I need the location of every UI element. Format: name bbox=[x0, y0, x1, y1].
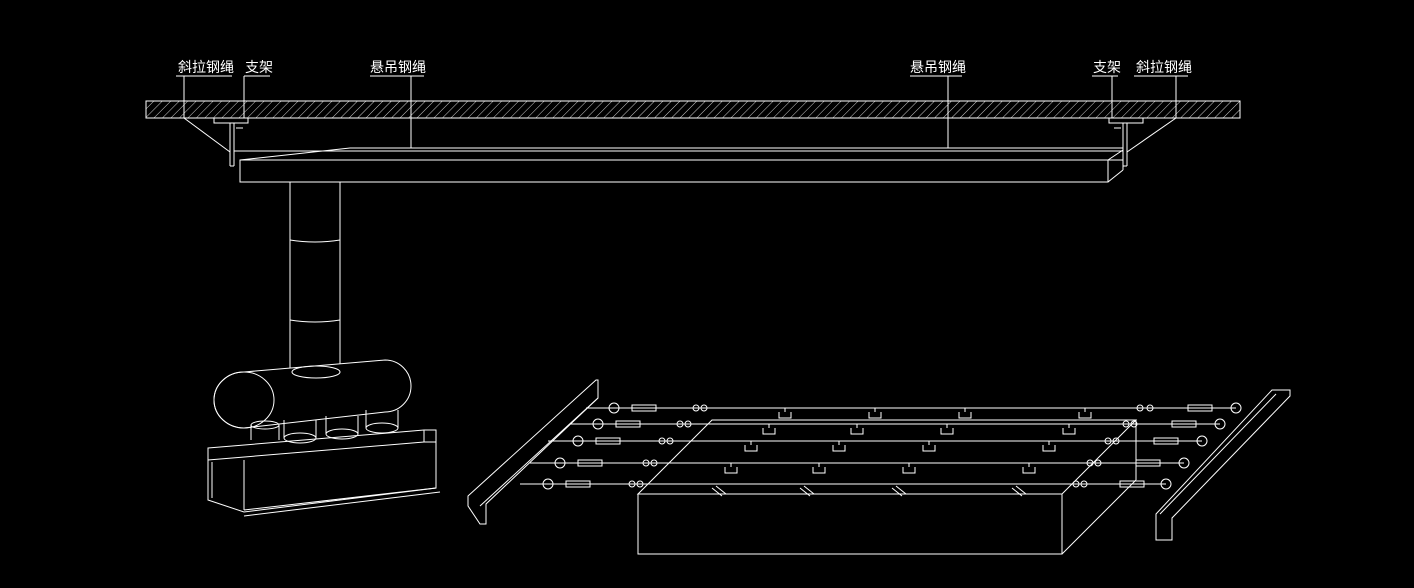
label-suspension-rope-right: 悬吊钢绳 bbox=[910, 60, 966, 76]
label-diagonal-rope-left: 斜拉钢绳 bbox=[178, 60, 234, 76]
ceiling-slab bbox=[145, 100, 1241, 119]
bracket-left bbox=[183, 117, 249, 167]
label-bracket-left: 支架 bbox=[245, 60, 273, 76]
angle-steel-right bbox=[1155, 389, 1291, 541]
wire-clamps bbox=[711, 408, 1092, 497]
bracket-right bbox=[1108, 117, 1177, 167]
label-diagonal-rope-right: 斜拉钢绳 bbox=[1136, 60, 1192, 76]
cylinder-tank bbox=[213, 359, 412, 429]
vertical-pipe bbox=[289, 182, 341, 372]
angle-steel-left bbox=[467, 379, 599, 525]
wire-rows bbox=[520, 402, 1242, 490]
platform-box bbox=[636, 419, 1138, 555]
labels: 斜拉钢绳 支架 悬吊钢绳 悬吊钢绳 支架 斜拉钢绳 bbox=[178, 60, 1192, 76]
label-bracket-right: 支架 bbox=[1093, 60, 1121, 76]
base-box bbox=[207, 429, 441, 517]
trunking bbox=[239, 147, 1124, 183]
label-suspension-rope-left: 悬吊钢绳 bbox=[370, 60, 426, 76]
